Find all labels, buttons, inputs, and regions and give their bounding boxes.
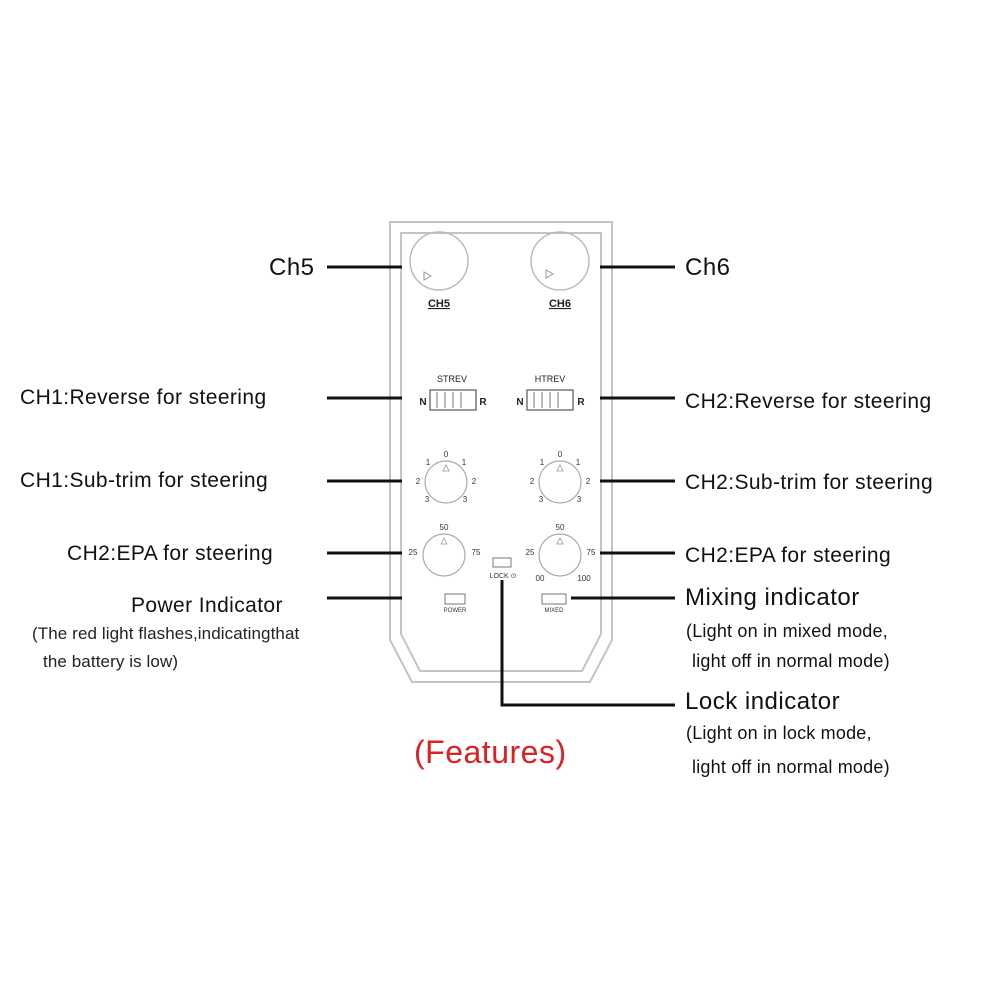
lock-led: LOCK ⊙ [490,557,517,580]
trim2-top: 0 [558,450,563,459]
trim2-br: 3 [577,495,582,504]
htrev-left-label: N [516,397,523,408]
strev-title: STREV [437,374,467,384]
leader-lock [500,580,675,707]
epa1-left: 25 [409,548,418,557]
callout-mixing-note2: light off in normal mode) [692,651,890,671]
trim1-dial: 0 1 1 2 2 3 3 [416,450,477,504]
callout-power-note2: the battery is low) [43,652,179,671]
mixed-led: MIXED [541,593,567,614]
epa1-dial: 50 25 75 [409,523,481,577]
epa1-right: 75 [472,548,481,557]
htrev-right-label: R [577,397,585,408]
epa2-top: 50 [556,523,565,532]
trim2-tl: 1 [540,458,545,467]
callout-epa-right: CH2:EPA for steering [685,544,892,567]
panel-outline [389,221,613,683]
epa2-left: 25 [526,548,535,557]
trim1-ml: 2 [416,477,421,486]
callout-lock-note1: (Light on in lock mode, [686,723,872,743]
callout-ch2-subtrim: CH2:Sub-trim for steering [685,471,934,494]
epa1-top: 50 [440,523,449,532]
callout-ch1-subtrim: CH1:Sub-trim for steering [20,469,269,492]
trim1-top: 0 [444,450,449,459]
epa2-right: 75 [587,548,596,557]
trim1-mr: 2 [472,477,477,486]
callout-ch5: Ch5 [269,254,315,281]
trim1-tl: 1 [426,458,431,467]
callout-ch2-reverse: CH2:Reverse for steering [685,390,932,413]
trim2-mr: 2 [586,477,591,486]
strev-switch: STREV N R [419,374,487,411]
trim1-bl: 3 [425,495,430,504]
trim2-dial: 0 1 1 2 2 3 3 [530,450,591,504]
callout-ch1-reverse: CH1:Reverse for steering [20,386,267,409]
callout-power-note1: (The red light flashes,indicatingthat [32,624,300,643]
mixed-panel-label: MIXED [544,608,564,614]
trim1-br: 3 [463,495,468,504]
callout-power-title: Power Indicator [131,594,283,617]
strev-right-label: R [479,397,487,408]
trim1-tr: 1 [462,458,467,467]
lock-panel-label: LOCK ⊙ [490,573,517,580]
callout-mixing-note1: (Light on in mixed mode, [686,621,888,641]
ch6-panel-label: CH6 [549,298,571,310]
callout-lock-note2: light off in normal mode) [692,757,890,777]
epa2-dial: 50 25 75 00 100 [526,523,596,583]
callout-lock-title: Lock indicator [685,688,841,715]
ch5-knob [409,231,469,291]
strev-left-label: N [419,397,426,408]
features-caption: (Features) [414,734,567,770]
trim2-ml: 2 [530,477,535,486]
ch6-knob [530,231,590,291]
htrev-title: HTREV [535,374,566,384]
callout-ch6: Ch6 [685,254,731,281]
power-led: POWER [444,593,467,614]
ch5-panel-label: CH5 [428,298,450,310]
epa2-br: 100 [577,574,591,583]
trim2-bl: 3 [539,495,544,504]
power-panel-label: POWER [444,608,467,614]
epa2-bl: 00 [536,574,545,583]
callout-epa-left: CH2:EPA for steering [67,542,274,565]
htrev-switch: HTREV N R [516,374,585,411]
leader-lines [327,265,675,707]
trim2-tr: 1 [576,458,581,467]
callout-mixing-title: Mixing indicator [685,584,860,611]
